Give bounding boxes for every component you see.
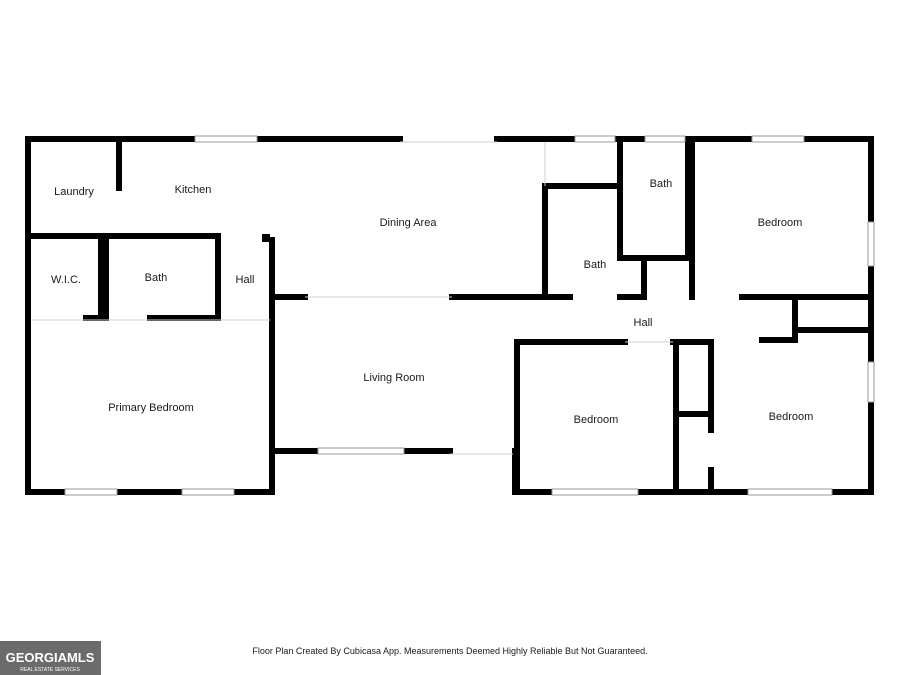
room-hall-center: Hall xyxy=(634,317,653,329)
room-laundry: Laundry xyxy=(54,186,94,198)
room-wic: W.I.C. xyxy=(51,274,81,286)
room-dining-area: Dining Area xyxy=(380,217,438,229)
room-bedroom-se: Bedroom xyxy=(769,411,814,423)
room-bath-primary: Bath xyxy=(145,272,168,284)
room-hall-left: Hall xyxy=(236,274,255,286)
room-bath-top: Bath xyxy=(650,178,673,190)
georgia-mls-logo: GEORGIAMLS REAL ESTATE SERVICES xyxy=(0,641,101,675)
windows xyxy=(64,135,875,496)
walls xyxy=(25,136,874,495)
svg-text:REAL ESTATE SERVICES: REAL ESTATE SERVICES xyxy=(20,667,80,673)
room-bedroom-sc: Bedroom xyxy=(574,414,619,426)
footer-disclaimer: Floor Plan Created By Cubicasa App. Meas… xyxy=(252,646,648,656)
room-bedroom-ne: Bedroom xyxy=(758,217,803,229)
room-living-room: Living Room xyxy=(363,372,424,384)
room-primary-bedroom: Primary Bedroom xyxy=(108,402,194,414)
room-kitchen: Kitchen xyxy=(175,184,212,196)
svg-text:GEORGIAMLS: GEORGIAMLS xyxy=(6,650,95,665)
room-bath-mid: Bath xyxy=(584,259,607,271)
openings xyxy=(32,141,673,455)
room-labels: Laundry Kitchen Dining Area Bath Bedroom… xyxy=(51,178,813,426)
